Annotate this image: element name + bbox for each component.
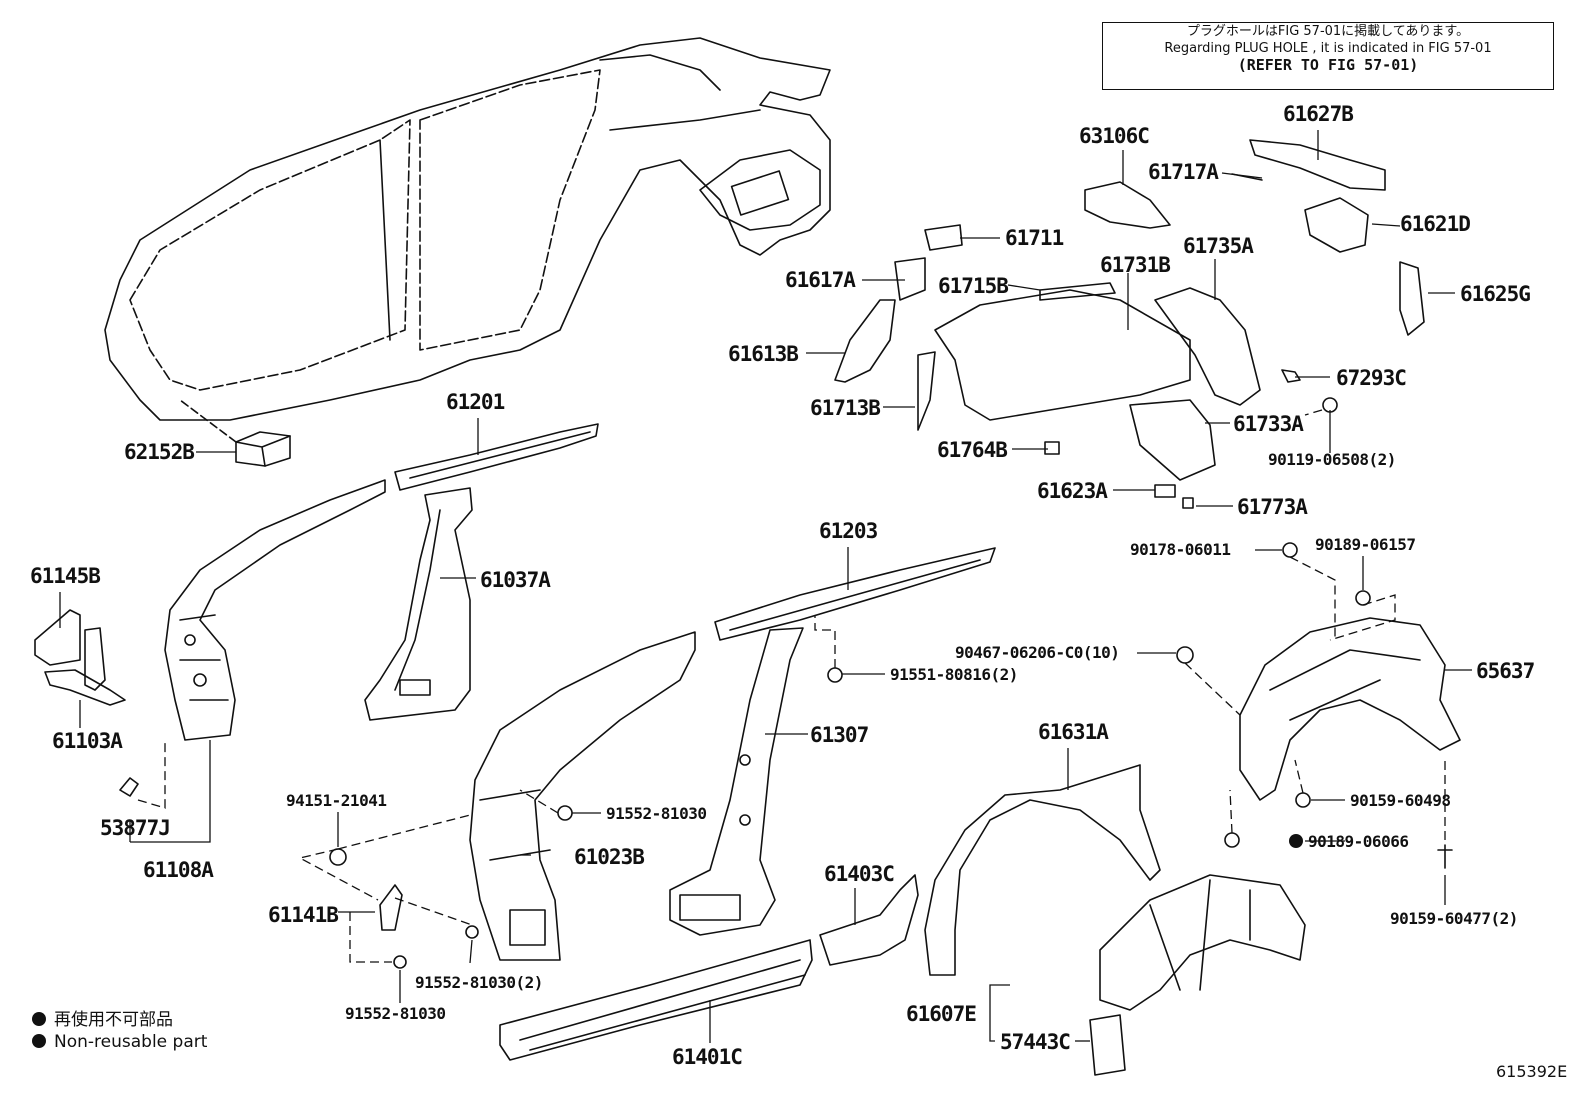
part-label-57443C[interactable]: 57443C [1000,1030,1071,1054]
part-label-61711[interactable]: 61711 [1005,226,1064,250]
part-label-61715B[interactable]: 61715B [938,274,1009,298]
part-label-91551-80816[interactable]: 91551-80816(2) [890,665,1018,684]
part-label-91552-81030-c[interactable]: 91552-81030 [345,1004,446,1023]
part-label-90189-06066[interactable]: 90189-06066 [1308,832,1409,851]
roof-rail-61203-drawing [714,547,996,641]
part-label-91552-81030-a[interactable]: 91552-81030 [606,804,707,823]
part-label-61203[interactable]: 61203 [819,519,878,543]
part-label-61307[interactable]: 61307 [810,723,869,747]
front-pillar-61108A-drawing [164,479,386,741]
rocker-61401C-drawing [499,939,813,1061]
diagram-code: 615392E [1496,1062,1568,1081]
reference-note: プラグホールはFIG 57-01に掲載してあります。 Regarding PLU… [1102,22,1554,90]
part-label-61037A[interactable]: 61037A [480,568,551,592]
legend-english: Non-reusable part [32,1032,207,1052]
part-label-61623A[interactable]: 61623A [1037,479,1108,503]
roof-rail-61201-drawing [394,423,599,491]
part-label-67293C[interactable]: 67293C [1336,366,1407,390]
brackets-61145B-61103A-drawing [34,609,126,706]
panel-61403C-drawing [819,874,919,966]
part-label-61201[interactable]: 61201 [446,390,505,414]
rear-parts-drawing [834,139,1425,509]
part-label-61607E[interactable]: 61607E [906,1002,977,1026]
note-reference: (REFER TO FIG 57-01) [1237,56,1419,74]
part-label-53877J[interactable]: 53877J [100,816,171,840]
non-reusable-dot [1289,834,1303,848]
part-label-90119-06508[interactable]: 90119-06508(2) [1268,450,1396,469]
part-label-94151-21041[interactable]: 94151-21041 [286,791,387,810]
part-label-61403C[interactable]: 61403C [824,862,895,886]
note-japanese: プラグホールはFIG 57-01に掲載してあります。 [1186,24,1470,39]
part-label-61023B[interactable]: 61023B [574,845,645,869]
part-label-61764B[interactable]: 61764B [937,438,1008,462]
part-label-61733A[interactable]: 61733A [1233,412,1304,436]
part-label-61141B[interactable]: 61141B [268,903,339,927]
part-label-61735A[interactable]: 61735A [1183,234,1254,258]
liner-65637-drawing [1239,617,1461,801]
center-pillar-inner-61307-drawing [669,627,804,936]
front-pillar-inner-61023B-drawing [469,631,696,961]
clip-53877J-drawing [119,777,139,797]
part-label-61717A[interactable]: 61717A [1148,160,1219,184]
fasteners-drawing [329,542,1453,969]
part-label-61621D[interactable]: 61621D [1400,212,1471,236]
part-label-61627B[interactable]: 61627B [1283,102,1354,126]
part-label-90159-60477[interactable]: 90159-60477(2) [1390,909,1518,928]
assembly-dashed-lines [137,409,1446,963]
part-label-61103A[interactable]: 61103A [52,729,123,753]
non-reusable-dot-icon [32,1034,46,1048]
part-label-61613B[interactable]: 61613B [728,342,799,366]
part-label-63106C[interactable]: 63106C [1079,124,1150,148]
part-label-90178-06011[interactable]: 90178-06011 [1130,540,1231,559]
part-label-61625G[interactable]: 61625G [1460,282,1531,306]
legend-japanese-text: 再使用不可部品 [54,1010,173,1030]
part-label-90159-60498[interactable]: 90159-60498 [1350,791,1451,810]
body-side-panel-drawing [104,37,831,421]
bracket-61141B-drawing [379,884,403,931]
wheelhouse-inner-61607E-drawing [1089,874,1306,1076]
part-label-65637[interactable]: 65637 [1476,659,1535,683]
part-label-61108A[interactable]: 61108A [143,858,214,882]
pad-62152B-drawing [179,399,291,467]
legend-japanese: 再使用不可部品 [32,1005,173,1030]
wheelhouse-61631A-drawing [924,764,1161,976]
part-label-61773A[interactable]: 61773A [1237,495,1308,519]
part-label-61617A[interactable]: 61617A [785,268,856,292]
part-label-90189-06157[interactable]: 90189-06157 [1315,535,1416,554]
part-label-61731B[interactable]: 61731B [1100,253,1171,277]
part-label-61145B[interactable]: 61145B [30,564,101,588]
part-label-61631A[interactable]: 61631A [1038,720,1109,744]
part-label-61401C[interactable]: 61401C [672,1045,743,1069]
legend-english-text: Non-reusable part [54,1032,208,1052]
part-label-90467-06206-C0[interactable]: 90467-06206-C0(10) [955,643,1120,662]
leader-lines [59,130,1472,1043]
non-reusable-dot-icon [32,1012,46,1026]
part-label-62152B[interactable]: 62152B [124,440,195,464]
center-pillar-61037A-drawing [364,487,473,721]
note-english: Regarding PLUG HOLE , it is indicated in… [1164,41,1492,56]
part-label-91552-81030-2[interactable]: 91552-81030(2) [415,973,543,992]
part-label-61713B[interactable]: 61713B [810,396,881,420]
